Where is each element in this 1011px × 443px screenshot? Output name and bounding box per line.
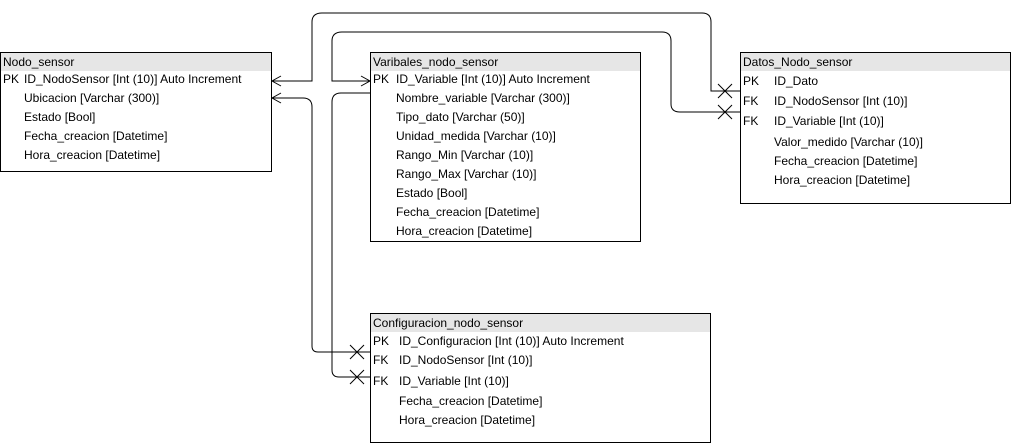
field-name: Nombre_variable [Varchar (300)] xyxy=(396,91,570,105)
cross-datos-variable xyxy=(717,104,733,120)
entity-title: Datos_Nodo_sensor xyxy=(741,53,1010,71)
rel-nodo-datos xyxy=(272,12,740,92)
field-name: Unidad_medida [Varchar (10)] xyxy=(396,129,556,143)
field-name: ID_NodoSensor [Int (10)] xyxy=(399,353,533,367)
entity-title: Configuracion_nodo_sensor xyxy=(371,314,710,332)
arrow-nodo-b xyxy=(270,92,282,104)
key-badge: PK xyxy=(373,72,390,86)
rel-variable-configuracion xyxy=(331,92,370,378)
entity-title: Varibales_nodo_sensor xyxy=(371,53,640,71)
field-name: ID_NodoSensor [Int (10)] xyxy=(774,94,908,108)
entity-datos-nodo-sensor[interactable]: Datos_Nodo_sensor PK ID_Dato FK ID_NodoS… xyxy=(740,52,1011,204)
key-badge: FK xyxy=(743,114,759,128)
field-name: Hora_creacion [Datetime] xyxy=(24,148,161,162)
field-name: ID_Configuracion [Int (10)] Auto Increme… xyxy=(399,334,624,348)
field-name: Hora_creacion [Datetime] xyxy=(399,413,536,427)
field-name: Rango_Min [Varchar (10)] xyxy=(396,148,534,162)
field-name: Hora_creacion [Datetime] xyxy=(774,173,911,187)
field-name: Fecha_creacion [Datetime] xyxy=(774,154,918,168)
field-name: Valor_medido [Varchar (10)] xyxy=(774,135,923,149)
field-name: Rango_Max [Varchar (10)] xyxy=(396,167,537,181)
rel-variable-datos xyxy=(331,31,740,113)
key-badge: PK xyxy=(743,74,760,88)
field-name: ID_Variable [Int (10)] Auto Increment xyxy=(396,72,590,86)
entity-title: Nodo_sensor xyxy=(1,53,271,71)
cross-config-variable xyxy=(349,369,365,385)
key-badge: FK xyxy=(743,94,759,108)
field-name: Estado [Bool] xyxy=(396,186,468,200)
key-badge: FK xyxy=(373,374,389,388)
entity-nodo-sensor[interactable]: Nodo_sensor PK ID_NodoSensor [Int (10)] … xyxy=(0,52,272,172)
key-badge: FK xyxy=(373,353,389,367)
field-name: Fecha_creacion [Datetime] xyxy=(396,205,540,219)
cross-datos-nodo xyxy=(717,83,733,99)
field-name: Fecha_creacion [Datetime] xyxy=(24,129,168,143)
entity-configuracion-nodo-sensor[interactable]: Configuracion_nodo_sensor PK ID_Configur… xyxy=(370,313,711,443)
field-name: ID_Variable [Int (10)] xyxy=(774,114,884,128)
entity-variables-nodo-sensor[interactable]: Varibales_nodo_sensor PK ID_Variable [In… xyxy=(370,52,641,242)
key-badge: PK xyxy=(3,72,20,86)
arrow-nodo-a xyxy=(270,75,282,87)
field-name: ID_Variable [Int (10)] xyxy=(399,374,509,388)
field-name: Estado [Bool] xyxy=(24,110,96,124)
field-name: ID_NodoSensor [Int (10)] Auto Increment xyxy=(24,72,242,86)
cross-config-nodo xyxy=(349,344,365,360)
rel-nodo-configuracion xyxy=(272,97,370,353)
field-name: Ubicacion [Varchar (300)] xyxy=(24,91,160,105)
field-name: Hora_creacion [Datetime] xyxy=(396,224,533,238)
field-name: Fecha_creacion [Datetime] xyxy=(399,394,543,408)
field-name: ID_Dato xyxy=(774,74,819,88)
field-name: Tipo_dato [Varchar (50)] xyxy=(396,110,525,124)
key-badge: PK xyxy=(373,334,390,348)
